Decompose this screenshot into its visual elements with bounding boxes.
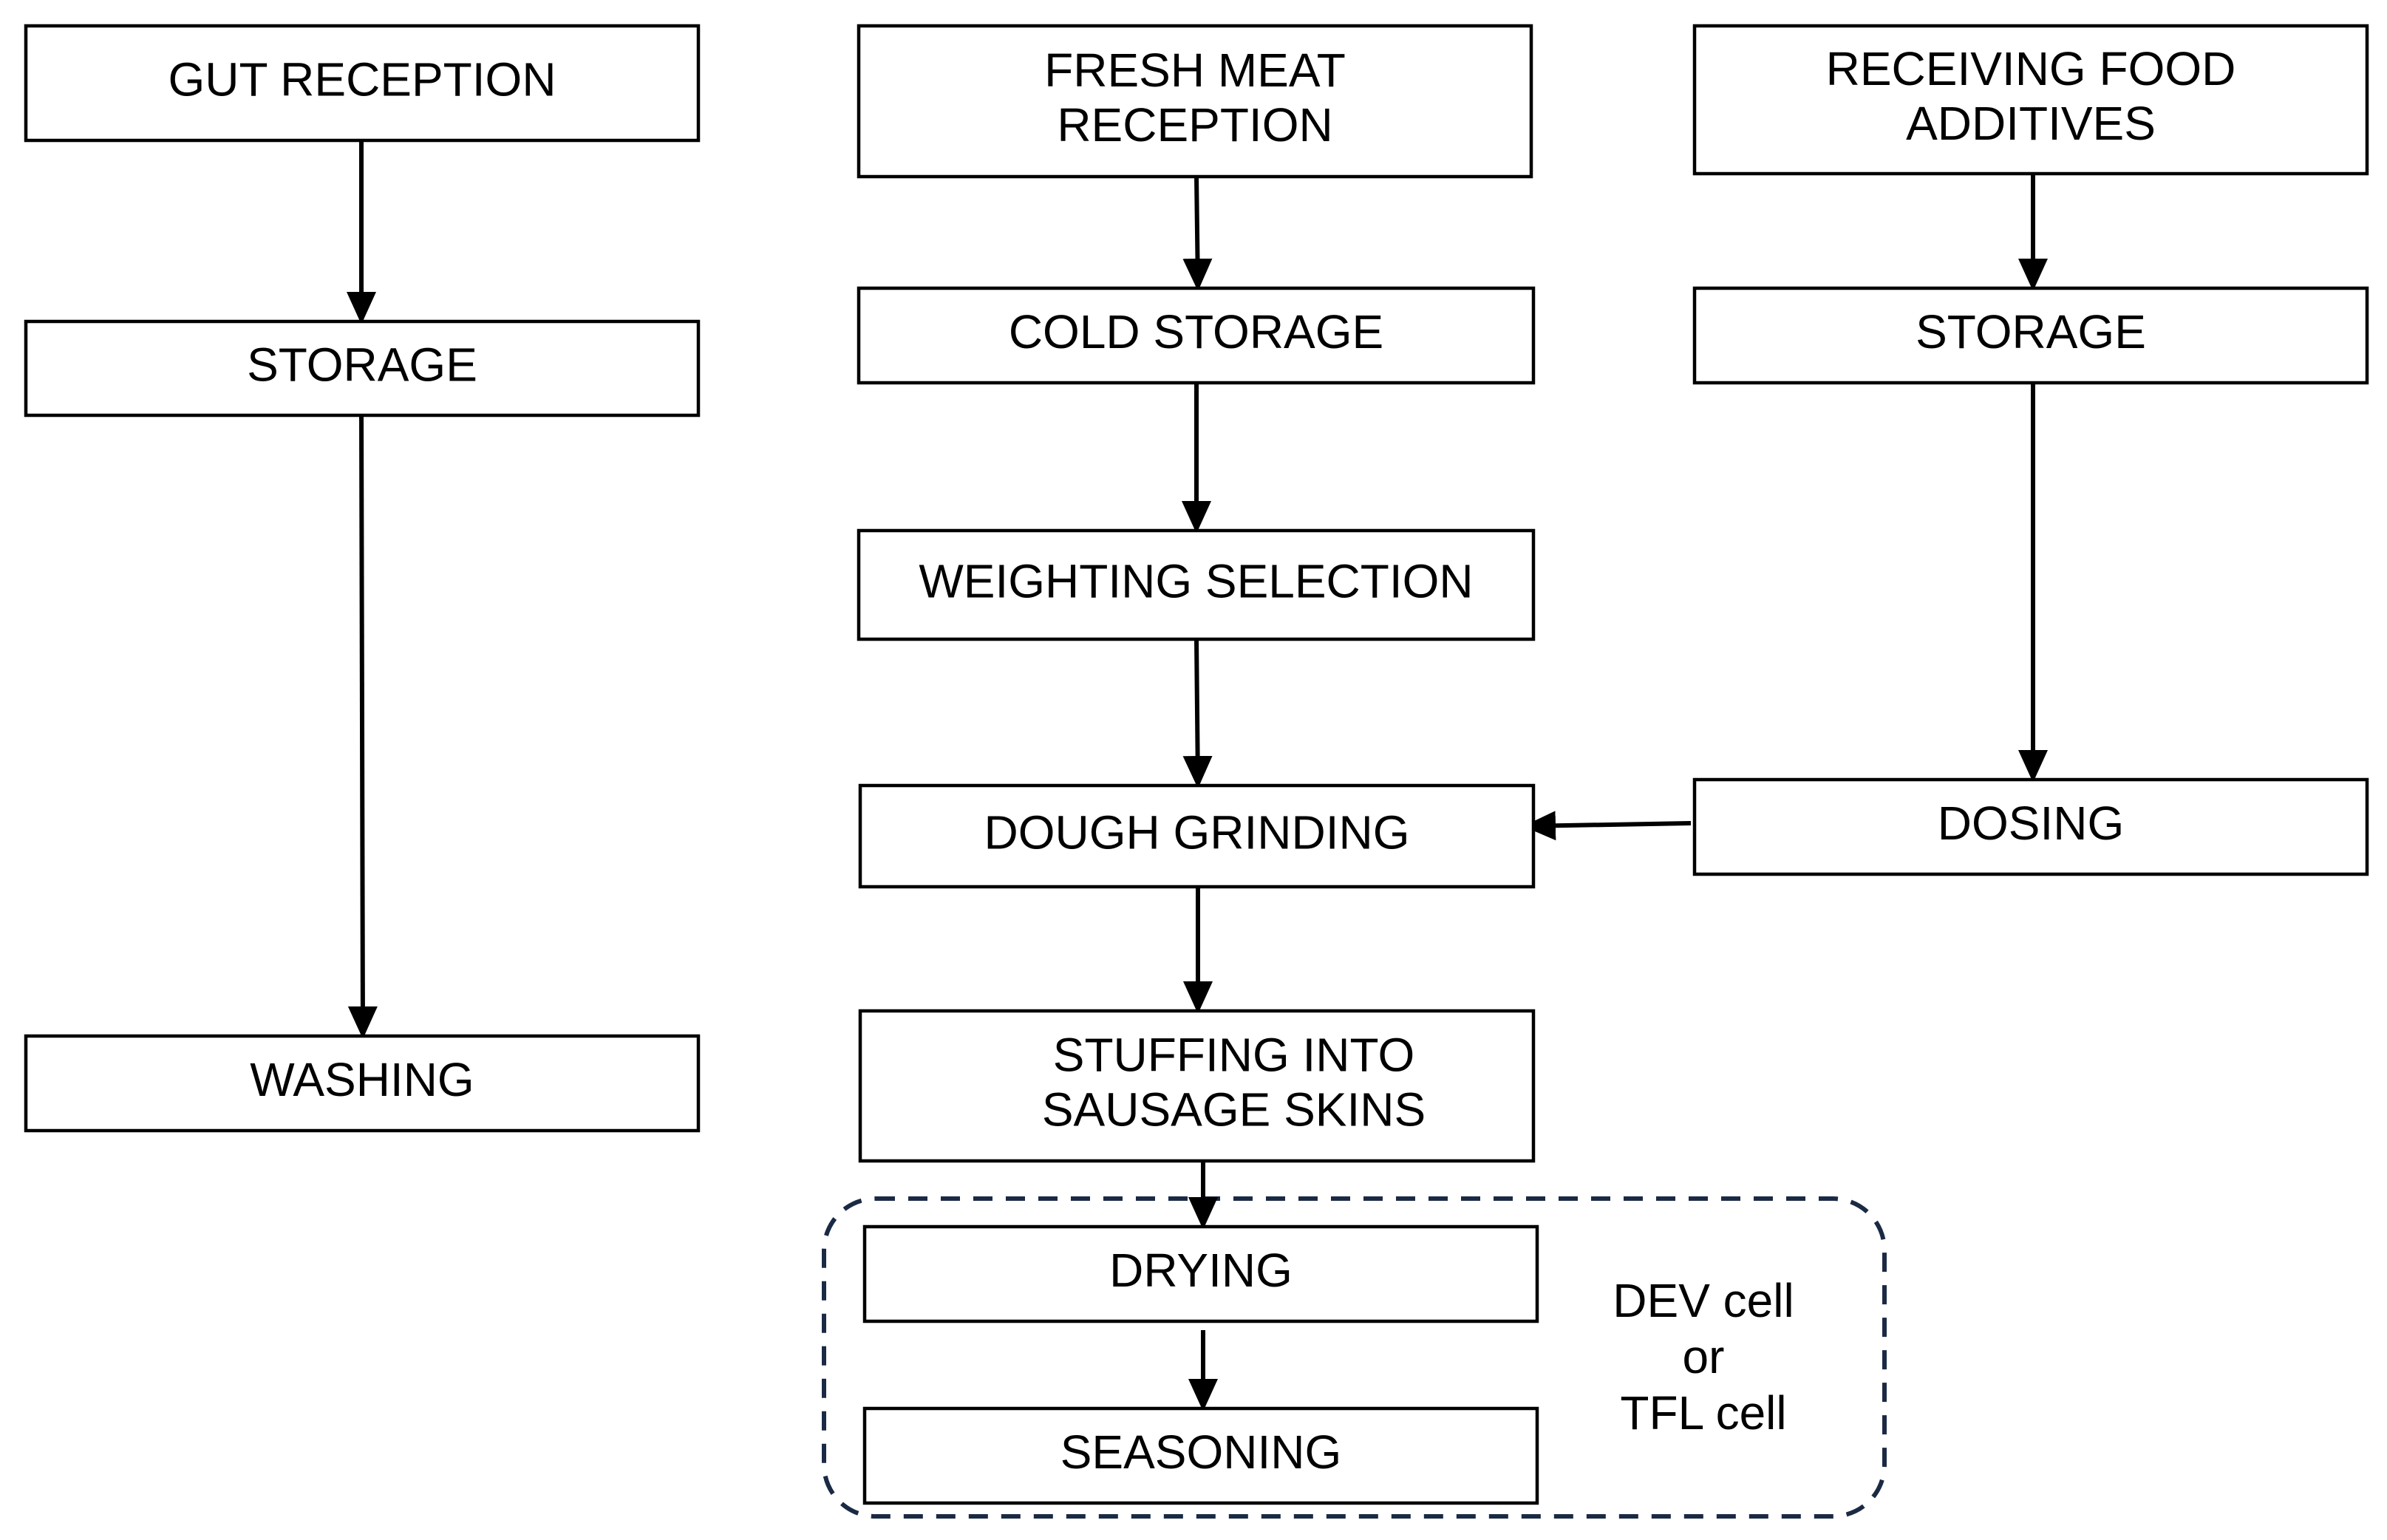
node-label-line: SEASONING	[1060, 1425, 1342, 1479]
group-note-line: TFL cell	[1620, 1386, 1786, 1440]
node-label-line: WASHING	[250, 1053, 474, 1106]
dashed-group-box	[822, 1196, 1887, 1519]
node-label-line: RECEIVING FOOD	[1826, 42, 2236, 95]
node-box	[24, 1034, 701, 1133]
node-weighting-selection: WEIGHTING SELECTION	[857, 528, 1536, 641]
arrow-gut-storage-to-washing	[347, 415, 378, 1039]
node-cold-storage: COLD STORAGE	[857, 286, 1536, 385]
node-label-line: STORAGE	[247, 338, 477, 391]
node-gut-storage: STORAGE	[24, 319, 701, 418]
node-box	[862, 1224, 1539, 1323]
node-dough-grinding: DOUGH GRINDING	[858, 783, 1536, 889]
node-label: STORAGE	[247, 338, 477, 391]
node-box	[858, 1009, 1536, 1163]
node-dosing: DOSING	[1692, 777, 2369, 876]
node-label: DOUGH GRINDING	[984, 805, 1410, 859]
arrow-weighting-selection-to-dough-grinding	[1182, 638, 1213, 788]
node-additives-storage: STORAGE	[1692, 286, 2369, 385]
group-note-line: DEV cell	[1613, 1274, 1794, 1327]
node-box	[858, 783, 1536, 889]
node-box	[1692, 24, 2369, 176]
node-label: STORAGE	[1916, 305, 2146, 358]
node-label-line: RECEPTION	[1057, 98, 1332, 151]
node-label: WASHING	[250, 1053, 474, 1106]
node-label: SEASONING	[1060, 1425, 1342, 1479]
node-box	[862, 1406, 1539, 1505]
node-box	[1692, 777, 2369, 876]
node-gut-reception: GUT RECEPTION	[24, 24, 701, 143]
node-box	[24, 24, 701, 143]
node-label-line: FRESH MEAT	[1044, 44, 1346, 97]
node-label: GUT RECEPTION	[168, 52, 556, 106]
node-label-line: SAUSAGE SKINS	[1042, 1083, 1426, 1136]
node-label-line: ADDITIVES	[1906, 97, 2156, 150]
node-label-line: GUT RECEPTION	[168, 52, 556, 106]
node-label-line: DRYING	[1109, 1244, 1293, 1297]
node-box	[857, 286, 1536, 385]
node-label-line: COLD STORAGE	[1009, 305, 1383, 358]
node-label: WEIGHTING SELECTION	[919, 554, 1473, 607]
arrow-fresh-meat-reception-to-cold-storage	[1182, 176, 1213, 291]
node-box	[24, 319, 701, 418]
node-box	[857, 528, 1536, 641]
node-label-line: WEIGHTING SELECTION	[919, 554, 1473, 607]
node-label: DRYING	[1109, 1244, 1293, 1297]
node-label-line: DOSING	[1938, 797, 2124, 850]
edge-layer	[347, 140, 2048, 1411]
arrow-dosing-to-dough-grinding	[1523, 811, 1692, 841]
node-label-line: STORAGE	[1916, 305, 2146, 358]
node-drying: DRYING	[862, 1224, 1539, 1323]
node-washing: WASHING	[24, 1034, 701, 1133]
node-label: DOSING	[1938, 797, 2124, 850]
node-box	[857, 24, 1533, 179]
group-note-line: or	[1683, 1330, 1725, 1383]
node-label: COLD STORAGE	[1009, 305, 1383, 358]
node-box	[1692, 286, 2369, 385]
node-label-line: DOUGH GRINDING	[984, 805, 1410, 859]
node-label-line: STUFFING INTO	[1053, 1028, 1414, 1081]
node-seasoning: SEASONING	[862, 1406, 1539, 1505]
